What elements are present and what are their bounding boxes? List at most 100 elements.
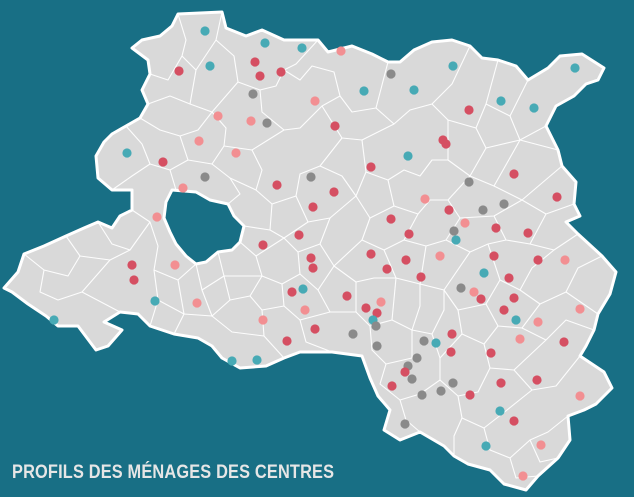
household-marker-50	[294, 230, 304, 240]
household-marker-2	[297, 43, 307, 53]
household-marker-67	[504, 273, 514, 283]
household-marker-76	[150, 296, 160, 306]
household-marker-0	[200, 26, 210, 36]
household-marker-6	[250, 57, 260, 67]
household-marker-45	[386, 214, 396, 224]
household-marker-19	[213, 111, 223, 121]
household-marker-60	[127, 260, 137, 270]
household-marker-104	[486, 348, 496, 358]
household-marker-58	[533, 255, 543, 265]
household-marker-21	[262, 118, 272, 128]
household-marker-61	[170, 260, 180, 270]
household-marker-57	[489, 251, 499, 261]
household-marker-77	[192, 298, 202, 308]
household-marker-3	[336, 46, 346, 56]
household-marker-38	[552, 192, 562, 202]
household-marker-9	[248, 89, 258, 99]
household-marker-41	[444, 205, 454, 215]
household-marker-79	[361, 303, 371, 313]
household-marker-71	[456, 283, 466, 293]
household-marker-5	[205, 61, 215, 71]
household-marker-31	[200, 172, 210, 182]
household-marker-20	[246, 116, 256, 126]
household-marker-101	[252, 355, 262, 365]
household-marker-56	[401, 255, 411, 265]
household-marker-92	[447, 329, 457, 339]
household-marker-106	[407, 374, 417, 384]
household-marker-74	[509, 293, 519, 303]
household-marker-7	[255, 71, 265, 81]
household-profile-markers	[49, 26, 585, 481]
household-marker-63	[382, 264, 392, 274]
household-marker-78	[376, 297, 386, 307]
household-marker-113	[465, 390, 475, 400]
household-marker-51	[523, 228, 533, 238]
household-marker-82	[499, 305, 509, 315]
household-marker-40	[308, 202, 318, 212]
household-marker-17	[464, 105, 474, 115]
household-marker-87	[371, 321, 381, 331]
household-marker-110	[417, 390, 427, 400]
household-marker-69	[287, 287, 297, 297]
household-marker-55	[306, 253, 316, 263]
household-marker-15	[496, 96, 506, 106]
household-marker-81	[300, 305, 310, 315]
household-marker-4	[174, 66, 184, 76]
household-marker-115	[495, 406, 505, 416]
household-marker-73	[476, 294, 486, 304]
household-marker-59	[560, 255, 570, 265]
household-marker-28	[403, 151, 413, 161]
household-marker-24	[194, 136, 204, 146]
household-marker-37	[329, 187, 339, 197]
household-marker-52	[451, 235, 461, 245]
household-marker-85	[258, 315, 268, 325]
household-marker-120	[518, 471, 528, 481]
household-marker-109	[436, 386, 446, 396]
household-marker-64	[129, 275, 139, 285]
household-marker-119	[536, 440, 546, 450]
household-marker-68	[416, 272, 426, 282]
household-marker-8	[276, 67, 286, 77]
household-marker-18	[310, 96, 320, 106]
household-marker-1	[260, 38, 270, 48]
household-marker-13	[448, 61, 458, 71]
household-marker-12	[409, 85, 419, 95]
household-marker-97	[372, 341, 382, 351]
household-marker-48	[449, 226, 459, 236]
household-marker-105	[400, 367, 410, 377]
household-marker-72	[469, 287, 479, 297]
household-marker-49	[404, 229, 414, 239]
household-marker-66	[479, 268, 489, 278]
household-marker-62	[308, 263, 318, 273]
household-marker-95	[419, 336, 429, 346]
household-marker-29	[158, 157, 168, 167]
household-marker-43	[499, 199, 509, 209]
household-marker-111	[496, 378, 506, 388]
household-marker-84	[49, 315, 59, 325]
household-marker-27	[441, 139, 451, 149]
household-marker-54	[366, 249, 376, 259]
household-marker-108	[448, 378, 458, 388]
household-marker-11	[359, 86, 369, 96]
household-marker-23	[122, 148, 132, 158]
household-marker-90	[310, 324, 320, 334]
household-marker-93	[282, 336, 292, 346]
household-marker-91	[348, 329, 358, 339]
household-marker-117	[509, 416, 519, 426]
household-marker-89	[533, 317, 543, 327]
household-marker-102	[412, 353, 422, 363]
household-marker-116	[400, 419, 410, 429]
household-marker-100	[227, 356, 237, 366]
map-title: PROFILS DES MÉNAGES DES CENTRES	[12, 462, 335, 483]
household-marker-83	[575, 304, 585, 314]
household-marker-33	[178, 183, 188, 193]
household-marker-16	[529, 103, 539, 113]
household-marker-22	[330, 121, 340, 131]
household-marker-44	[152, 212, 162, 222]
household-marker-42	[478, 205, 488, 215]
household-marker-10	[386, 69, 396, 79]
household-marker-98	[446, 347, 456, 357]
household-marker-25	[231, 148, 241, 158]
